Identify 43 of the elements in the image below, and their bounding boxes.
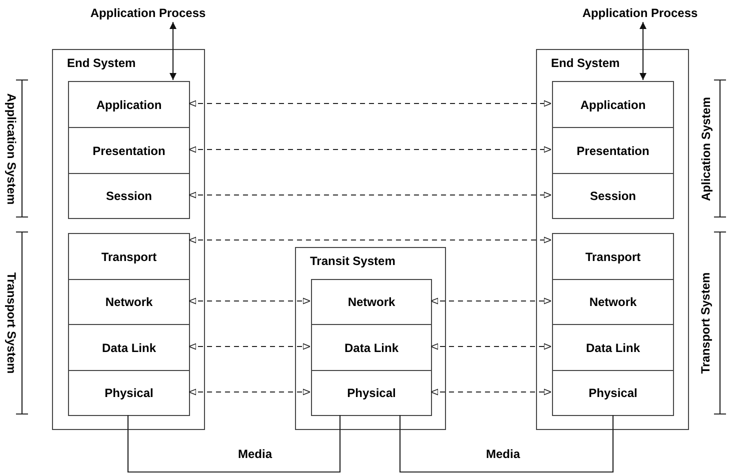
dashed-arrow [188,192,552,198]
system-title: Transit System [310,253,396,270]
dashed-arrow [430,388,552,396]
system-title: End System [67,55,136,72]
media-line [399,415,614,473]
layer-box: Session [68,173,190,219]
layer-box: Data Link [311,324,432,371]
layer-box: Physical [68,370,190,416]
dashed-arrow [188,236,552,244]
layer-box: Network [68,279,190,325]
layer-box: Network [311,279,432,325]
layer-box: Physical [552,370,674,416]
dashed-arrow [430,298,552,304]
layer-box: Network [552,279,674,325]
system-box [536,49,689,430]
process-label: Application Process [83,4,213,22]
arrow [640,22,646,80]
media-line [127,415,341,473]
dashed-arrow [188,146,552,153]
layer-box: Presentation [552,127,674,174]
layer-box: Application [552,81,674,128]
layer-box: Transport [68,233,190,280]
arrow [170,22,176,80]
layer-box: Transport [552,233,674,280]
bracket-label: Aplication System [698,96,714,201]
bracket-label: Transport System [4,272,20,374]
bracket-label: Application System [4,92,20,204]
system-box [52,49,205,430]
layer-box: Presentation [68,127,190,174]
layer-box: Data Link [68,324,190,371]
dashed-arrow [188,298,310,304]
dashed-arrow [430,343,552,350]
layer-box: Application [68,81,190,128]
layer-box: Session [552,173,674,219]
dashed-arrow [188,343,310,350]
layer-box: Physical [311,370,432,416]
system-box [295,247,446,430]
process-label: Application Process [575,4,705,22]
dashed-arrow [188,388,310,396]
bracket-label: Transport System [698,272,714,374]
dashed-arrow [188,100,552,107]
system-title: End System [551,55,620,72]
layer-box: Data Link [552,324,674,371]
